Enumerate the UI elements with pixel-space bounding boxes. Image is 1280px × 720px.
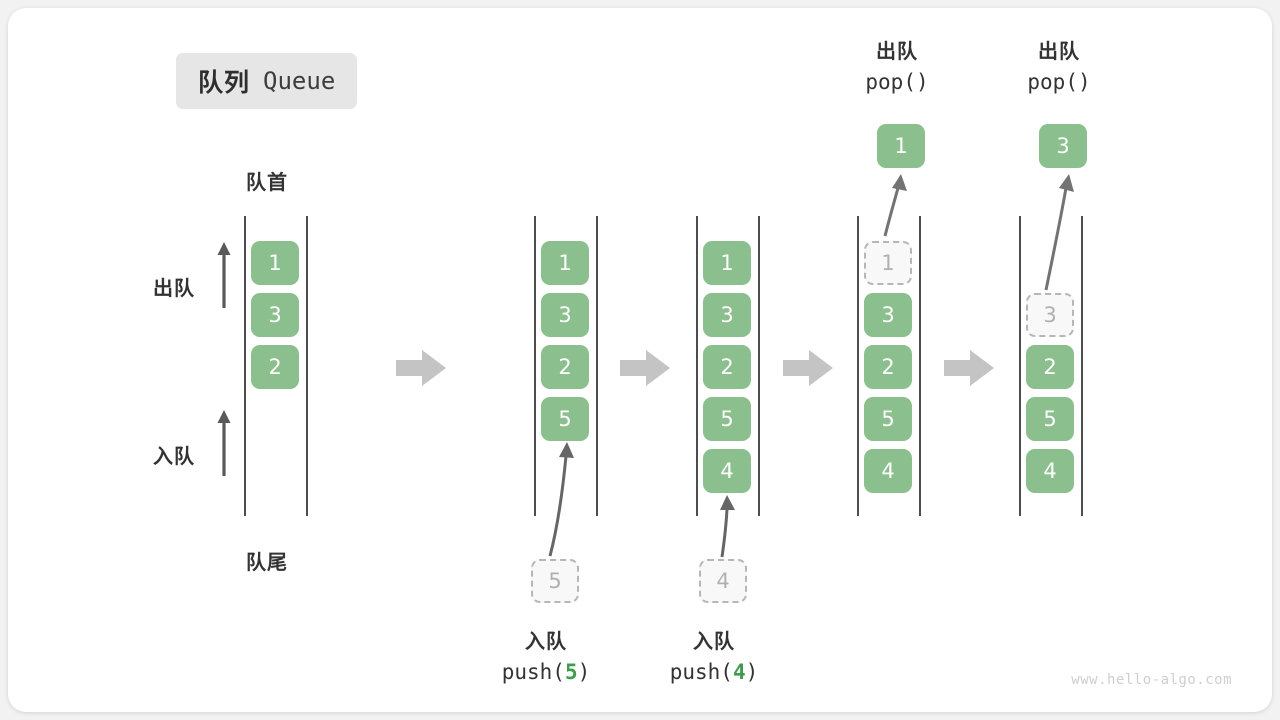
queue-column-3: 1 3 2 5 4: [696, 216, 760, 516]
queue-cell: 3: [251, 293, 299, 337]
step-arrow-icon: [783, 350, 833, 386]
column-rail-left: [857, 216, 859, 516]
queue-cell: 2: [541, 345, 589, 389]
pop-2-code: pop(): [1027, 70, 1091, 94]
pop-1-label: 出队 pop(): [804, 38, 990, 97]
queue-cell: 5: [541, 397, 589, 441]
title-chinese: 队列: [198, 69, 251, 97]
column-rail-right: [919, 216, 921, 516]
diagram-card: 队列 Queue 队首 队尾 出队 入队 1 3 2: [8, 8, 1272, 712]
incoming-ghost-cell: 4: [699, 559, 747, 603]
queue-cell: 2: [1026, 345, 1074, 389]
queue-cell: 2: [251, 345, 299, 389]
watermark: www.hello-algo.com: [1071, 672, 1232, 688]
push-5-label: 入队 push(5): [461, 628, 631, 687]
queue-column-2: 1 3 2 5: [534, 216, 598, 516]
dequeue-up-arrow-icon: [217, 242, 231, 308]
queue-cell: 5: [703, 397, 751, 441]
push-4-cn: 入队: [693, 631, 735, 653]
queue-column-4: 1 3 2 5 4: [857, 216, 921, 516]
pop-2-cn: 出队: [1038, 41, 1080, 63]
queue-column-5: 3 2 5 4: [1019, 216, 1083, 516]
column-rail-right: [1081, 216, 1083, 516]
enqueue-up-arrow-icon: [217, 410, 231, 476]
pop-arrow-icon: [1044, 174, 1074, 291]
push-4-code: push(4): [669, 660, 759, 684]
queue-cell: 4: [864, 449, 912, 493]
push-5-code: push(5): [501, 660, 591, 684]
column-rail-right: [758, 216, 760, 516]
queue-cell: 3: [703, 293, 751, 337]
column-rail-right: [306, 216, 308, 516]
title-english: Queue: [263, 67, 336, 95]
column-rail-left: [1019, 216, 1021, 516]
column-rail-left: [244, 216, 246, 516]
dequeue-side-label: 出队: [153, 278, 195, 300]
column-rail-left: [534, 216, 536, 516]
queue-cell: 1: [703, 241, 751, 285]
push-arrow-icon: [548, 442, 574, 557]
queue-cell: 1: [541, 241, 589, 285]
front-label: 队首: [246, 172, 288, 194]
step-arrow-icon: [620, 350, 670, 386]
step-arrow-icon: [944, 350, 994, 386]
push-5-cn: 入队: [525, 631, 567, 653]
column-rail-right: [596, 216, 598, 516]
pop-1-code: pop(): [865, 70, 929, 94]
step-arrow-icon: [396, 350, 446, 386]
incoming-ghost-cell: 5: [531, 559, 579, 603]
pop-arrow-icon: [883, 174, 907, 237]
rear-label: 队尾: [246, 552, 288, 574]
queue-cell-ghost: 3: [1026, 293, 1074, 337]
queue-cell: 4: [703, 449, 751, 493]
queue-cell: 2: [864, 345, 912, 389]
queue-cell: 4: [1026, 449, 1074, 493]
queue-column-1: 1 3 2: [244, 216, 308, 516]
column-rail-left: [696, 216, 698, 516]
push-arrow-icon: [720, 495, 735, 558]
queue-cell-ghost: 1: [864, 241, 912, 285]
queue-cell: 5: [864, 397, 912, 441]
queue-cell: 5: [1026, 397, 1074, 441]
pop-2-label: 出队 pop(): [966, 38, 1152, 97]
push-4-label: 入队 push(4): [629, 628, 799, 687]
queue-cell: 3: [864, 293, 912, 337]
pop-1-cn: 出队: [876, 41, 918, 63]
popped-cell: 1: [877, 124, 925, 168]
queue-cell: 2: [703, 345, 751, 389]
popped-cell: 3: [1039, 124, 1087, 168]
queue-cell: 3: [541, 293, 589, 337]
enqueue-side-label: 入队: [153, 446, 195, 468]
queue-cell: 1: [251, 241, 299, 285]
title-badge: 队列 Queue: [176, 53, 358, 109]
